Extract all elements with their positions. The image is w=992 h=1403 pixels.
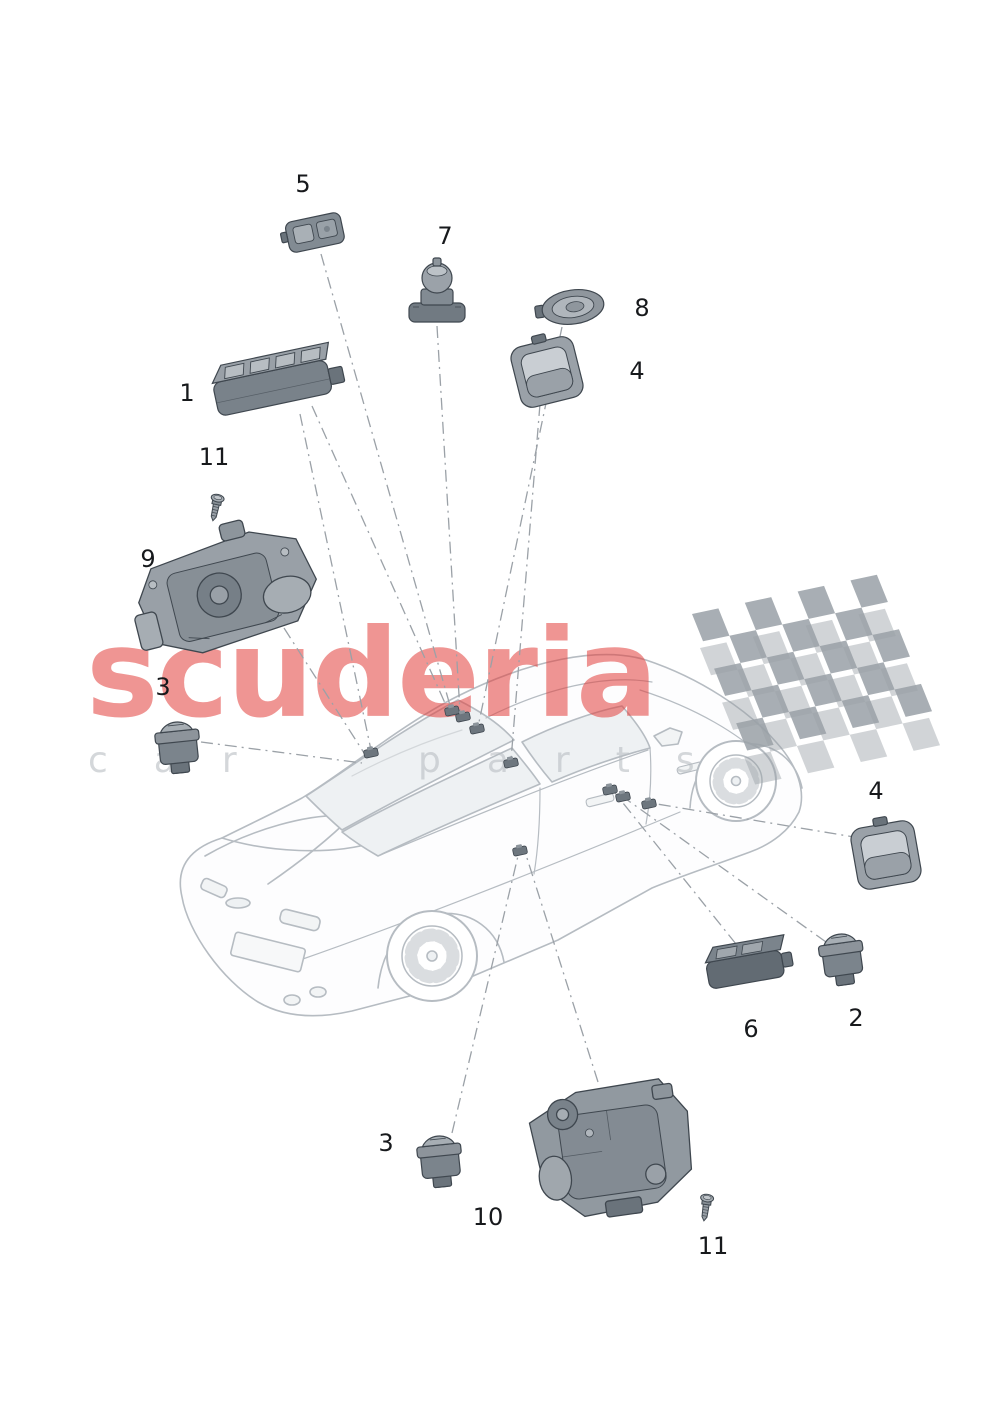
wing-mirror bbox=[653, 727, 683, 747]
flag-square bbox=[692, 608, 730, 642]
exhaust-tip bbox=[283, 994, 301, 1006]
flag-square bbox=[872, 629, 910, 663]
flag-square bbox=[766, 651, 805, 685]
leader-line bbox=[320, 253, 452, 710]
rear-window-glass bbox=[305, 699, 515, 831]
part-handle-4 bbox=[506, 326, 587, 411]
flag-square bbox=[782, 618, 820, 652]
badge bbox=[225, 897, 251, 909]
rear-seat-line bbox=[351, 729, 463, 777]
leader-line bbox=[477, 326, 563, 728]
exhaust-tip bbox=[309, 986, 327, 998]
rear-wheel bbox=[386, 910, 478, 1002]
flag-square bbox=[788, 706, 827, 740]
flag-square bbox=[841, 695, 880, 729]
part-screw-11 bbox=[696, 1192, 715, 1223]
leader-line bbox=[299, 413, 372, 751]
leader-line bbox=[650, 802, 861, 839]
checkered-flag bbox=[692, 574, 941, 785]
part-knob-7 bbox=[408, 257, 466, 323]
part-switch-small-3 bbox=[415, 1133, 466, 1190]
rear-door-glass bbox=[341, 747, 541, 857]
leader-line bbox=[283, 627, 367, 757]
taillight bbox=[279, 908, 321, 932]
leader-line bbox=[436, 325, 461, 713]
leader-line bbox=[526, 857, 599, 1083]
beltline-crease bbox=[377, 749, 649, 857]
flag-square bbox=[857, 662, 895, 696]
leader-line bbox=[200, 741, 363, 764]
leader-line bbox=[510, 403, 541, 761]
part-screw-11 bbox=[206, 492, 226, 523]
leader-lines bbox=[200, 253, 861, 1134]
flag-square bbox=[894, 683, 933, 717]
flag-square bbox=[819, 640, 858, 674]
flag-square bbox=[744, 597, 783, 631]
flag-square bbox=[736, 717, 774, 751]
part-switch-small-2 bbox=[816, 930, 869, 989]
flag-square bbox=[902, 717, 941, 751]
leader-line bbox=[625, 798, 827, 943]
flag-square bbox=[751, 684, 789, 718]
door-seam-rear bbox=[533, 787, 541, 875]
part-handle-4 bbox=[847, 811, 924, 892]
flag-square bbox=[850, 574, 888, 608]
car-illustration bbox=[179, 653, 803, 1017]
part-switch-bank-1 bbox=[208, 340, 348, 418]
flag-square bbox=[804, 673, 842, 707]
flag-square bbox=[744, 751, 782, 785]
taillight bbox=[200, 877, 228, 899]
flag-square bbox=[849, 729, 888, 763]
flag-square bbox=[835, 607, 873, 641]
roof-rib bbox=[485, 679, 653, 719]
watermark-subtext-right: parts bbox=[418, 740, 741, 781]
door-seam-front bbox=[645, 747, 652, 825]
flag-square bbox=[797, 585, 836, 619]
part-oval-switch-8 bbox=[532, 285, 607, 330]
part-switch-flat-5 bbox=[277, 210, 347, 256]
flag-square bbox=[729, 630, 767, 663]
part-trim-switch-6 bbox=[702, 933, 796, 990]
flag-square bbox=[714, 662, 752, 696]
leader-line bbox=[614, 792, 737, 945]
lower-character-line bbox=[299, 811, 681, 961]
boot-shutline bbox=[221, 837, 377, 852]
checkered-flag-band bbox=[692, 574, 933, 751]
license-plate bbox=[230, 931, 306, 973]
leader-line bbox=[311, 405, 450, 713]
front-wheel bbox=[695, 740, 777, 822]
part-lock-module-10 bbox=[525, 1074, 702, 1227]
flag-square bbox=[796, 740, 835, 774]
door-handle bbox=[585, 792, 615, 808]
